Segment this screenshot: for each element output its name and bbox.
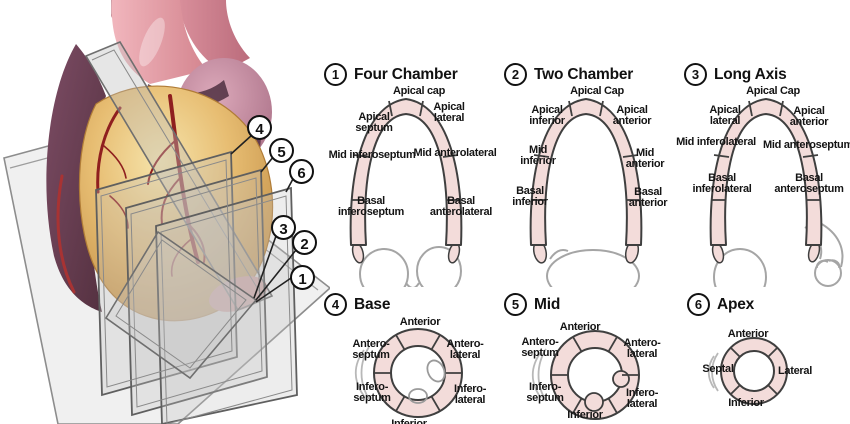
label-apical-anterior: Apical anterior (612, 104, 652, 127)
label-anterior: Anterior (559, 321, 601, 333)
panel-title: Long Axis (714, 65, 787, 83)
panel-header: 1 Four Chamber (324, 63, 458, 86)
panel-header: 5 Mid (504, 293, 560, 316)
ring-inner (733, 350, 775, 392)
label-apical-lateral: Apical lateral (709, 104, 741, 127)
panel-title: Four Chamber (354, 65, 458, 83)
label-inferoseptum: Infero-septum (353, 381, 391, 404)
slice-plane-diamond (104, 230, 258, 380)
segment-dividers (374, 334, 462, 412)
panel-number-badge: 4 (324, 293, 347, 316)
label-inferoseptum: Infero-septum (526, 381, 564, 404)
label-apical-cap: Apical Cap (746, 85, 800, 97)
label-basal-anteroseptum: Basal anteroseptum (774, 172, 844, 195)
ventricle-wall (349, 98, 463, 246)
segment-dividers (531, 100, 641, 201)
label-anterior: Anterior (727, 328, 769, 340)
ventricle-wall (709, 98, 823, 246)
label-apical-lateral: Apical lateral (433, 101, 465, 124)
label-mid-inferolateral: Mid inferolateral (676, 136, 756, 148)
panel-two-chamber: 2 Two Chamber Apical Cap Apical inferior… (498, 55, 678, 287)
label-apical-anterior: Apical anterior (789, 105, 829, 128)
label-inferolateral: Infero-lateral (453, 383, 487, 406)
panel-number-badge: 5 (504, 293, 527, 316)
slice-plane-mid (125, 168, 268, 417)
label-inferior: Inferior (728, 397, 764, 409)
valve-orifices (408, 359, 446, 404)
panel-mid: 5 Mid Anterior Antero-septum Antero-late… (495, 287, 675, 424)
heart-figure: 4 5 6 3 2 1 (0, 0, 330, 424)
atrium-outline (546, 249, 640, 287)
panel-title: Two Chamber (534, 65, 634, 83)
panel-title: Apex (717, 295, 755, 313)
panel-base: 4 Base Anterior Antero-septum Antero-lat… (315, 287, 498, 424)
label-basal-inferior: Basal inferior (512, 185, 548, 208)
mid-ring-drawing (531, 330, 640, 420)
label-inferolateral: Infero-lateral (625, 387, 659, 410)
plane-marker-1: 1 (290, 265, 315, 290)
segment-dividers (351, 100, 461, 201)
label-lateral: Lateral (778, 365, 812, 377)
panel-number-badge: 3 (684, 63, 707, 86)
label-mid-anterolateral: Mid anterolateral (413, 147, 497, 159)
panel-number-badge: 2 (504, 63, 527, 86)
segment-dividers (551, 336, 639, 414)
panel-number-badge: 6 (687, 293, 710, 316)
label-septal: Septal (702, 363, 734, 375)
label-apical-cap: Apical Cap (570, 85, 624, 97)
label-apical-inferior: Apical inferior (529, 104, 565, 127)
plane-marker-5: 5 (269, 138, 294, 163)
label-anterolateral: Antero-lateral (623, 337, 661, 360)
two-chamber-drawing (529, 98, 643, 287)
label-inferior: Inferior (391, 418, 427, 424)
plane-marker-6: 6 (289, 159, 314, 184)
label-basal-inferolateral: Basal inferolateral (692, 172, 752, 195)
slice-plane-shortaxis-group (95, 150, 298, 424)
atrium-aorta-outline (713, 222, 844, 287)
label-basal-inferoseptum: Basal inferoseptum (337, 195, 405, 218)
base-ring-drawing (354, 328, 463, 418)
four-chamber-drawing (349, 98, 463, 287)
plane-marker-4: 4 (247, 115, 272, 140)
label-mid-inferior: Mid inferior (520, 144, 556, 167)
segment-dividers (711, 100, 821, 201)
panel-title: Mid (534, 295, 561, 313)
plane-marker-2: 2 (292, 230, 317, 255)
panel-apex: 6 Apex Anterior Septal Lateral Inferior (678, 287, 850, 424)
label-mid-inferoseptum: Mid inferoseptum (328, 149, 416, 161)
label-anteroseptum: Antero-septum (521, 336, 559, 359)
label-apical-septum: Apical septum (355, 111, 393, 134)
panel-title: Base (354, 295, 391, 313)
coronary-arteries (56, 94, 206, 294)
segment-dividers (730, 347, 778, 395)
label-mid-anteroseptum: Mid anteroseptum (763, 139, 850, 151)
label-inferior: Inferior (567, 409, 603, 421)
label-apical-cap: Apical cap (392, 85, 446, 97)
valve-leaflets (351, 242, 461, 264)
rv-outline (531, 348, 547, 402)
valve-leaflets (532, 240, 640, 264)
apex-ring-drawing (707, 337, 788, 405)
atria-outline (359, 246, 462, 287)
heart-illustration (3, 0, 330, 424)
panel-four-chamber: 1 Four Chamber Apical cap Apical septum … (318, 55, 500, 287)
label-anterior: Anterior (399, 316, 441, 328)
long-axis-drawing (709, 98, 844, 287)
panel-number-badge: 1 (324, 63, 347, 86)
label-anterolateral: Antero-lateral (446, 338, 484, 361)
label-mid-anterior: Mid anterior (625, 147, 665, 170)
panel-header: 6 Apex (687, 293, 754, 316)
panel-header: 4 Base (324, 293, 390, 316)
panel-long-axis: 3 Long Axis Apical Cap Apical lateral Mi… (676, 55, 850, 287)
rv-outline (354, 346, 370, 400)
ventricle-wall (529, 98, 643, 246)
panel-header: 2 Two Chamber (504, 63, 633, 86)
label-basal-anterolateral: Basal anterolateral (429, 195, 493, 218)
label-anteroseptum: Antero-septum (352, 338, 390, 361)
label-basal-anterior: Basal anterior (628, 186, 668, 209)
panel-header: 3 Long Axis (684, 63, 787, 86)
plane-marker-3: 3 (271, 215, 296, 240)
slice-plane-blade (84, 40, 274, 312)
rv-outline (707, 352, 719, 392)
